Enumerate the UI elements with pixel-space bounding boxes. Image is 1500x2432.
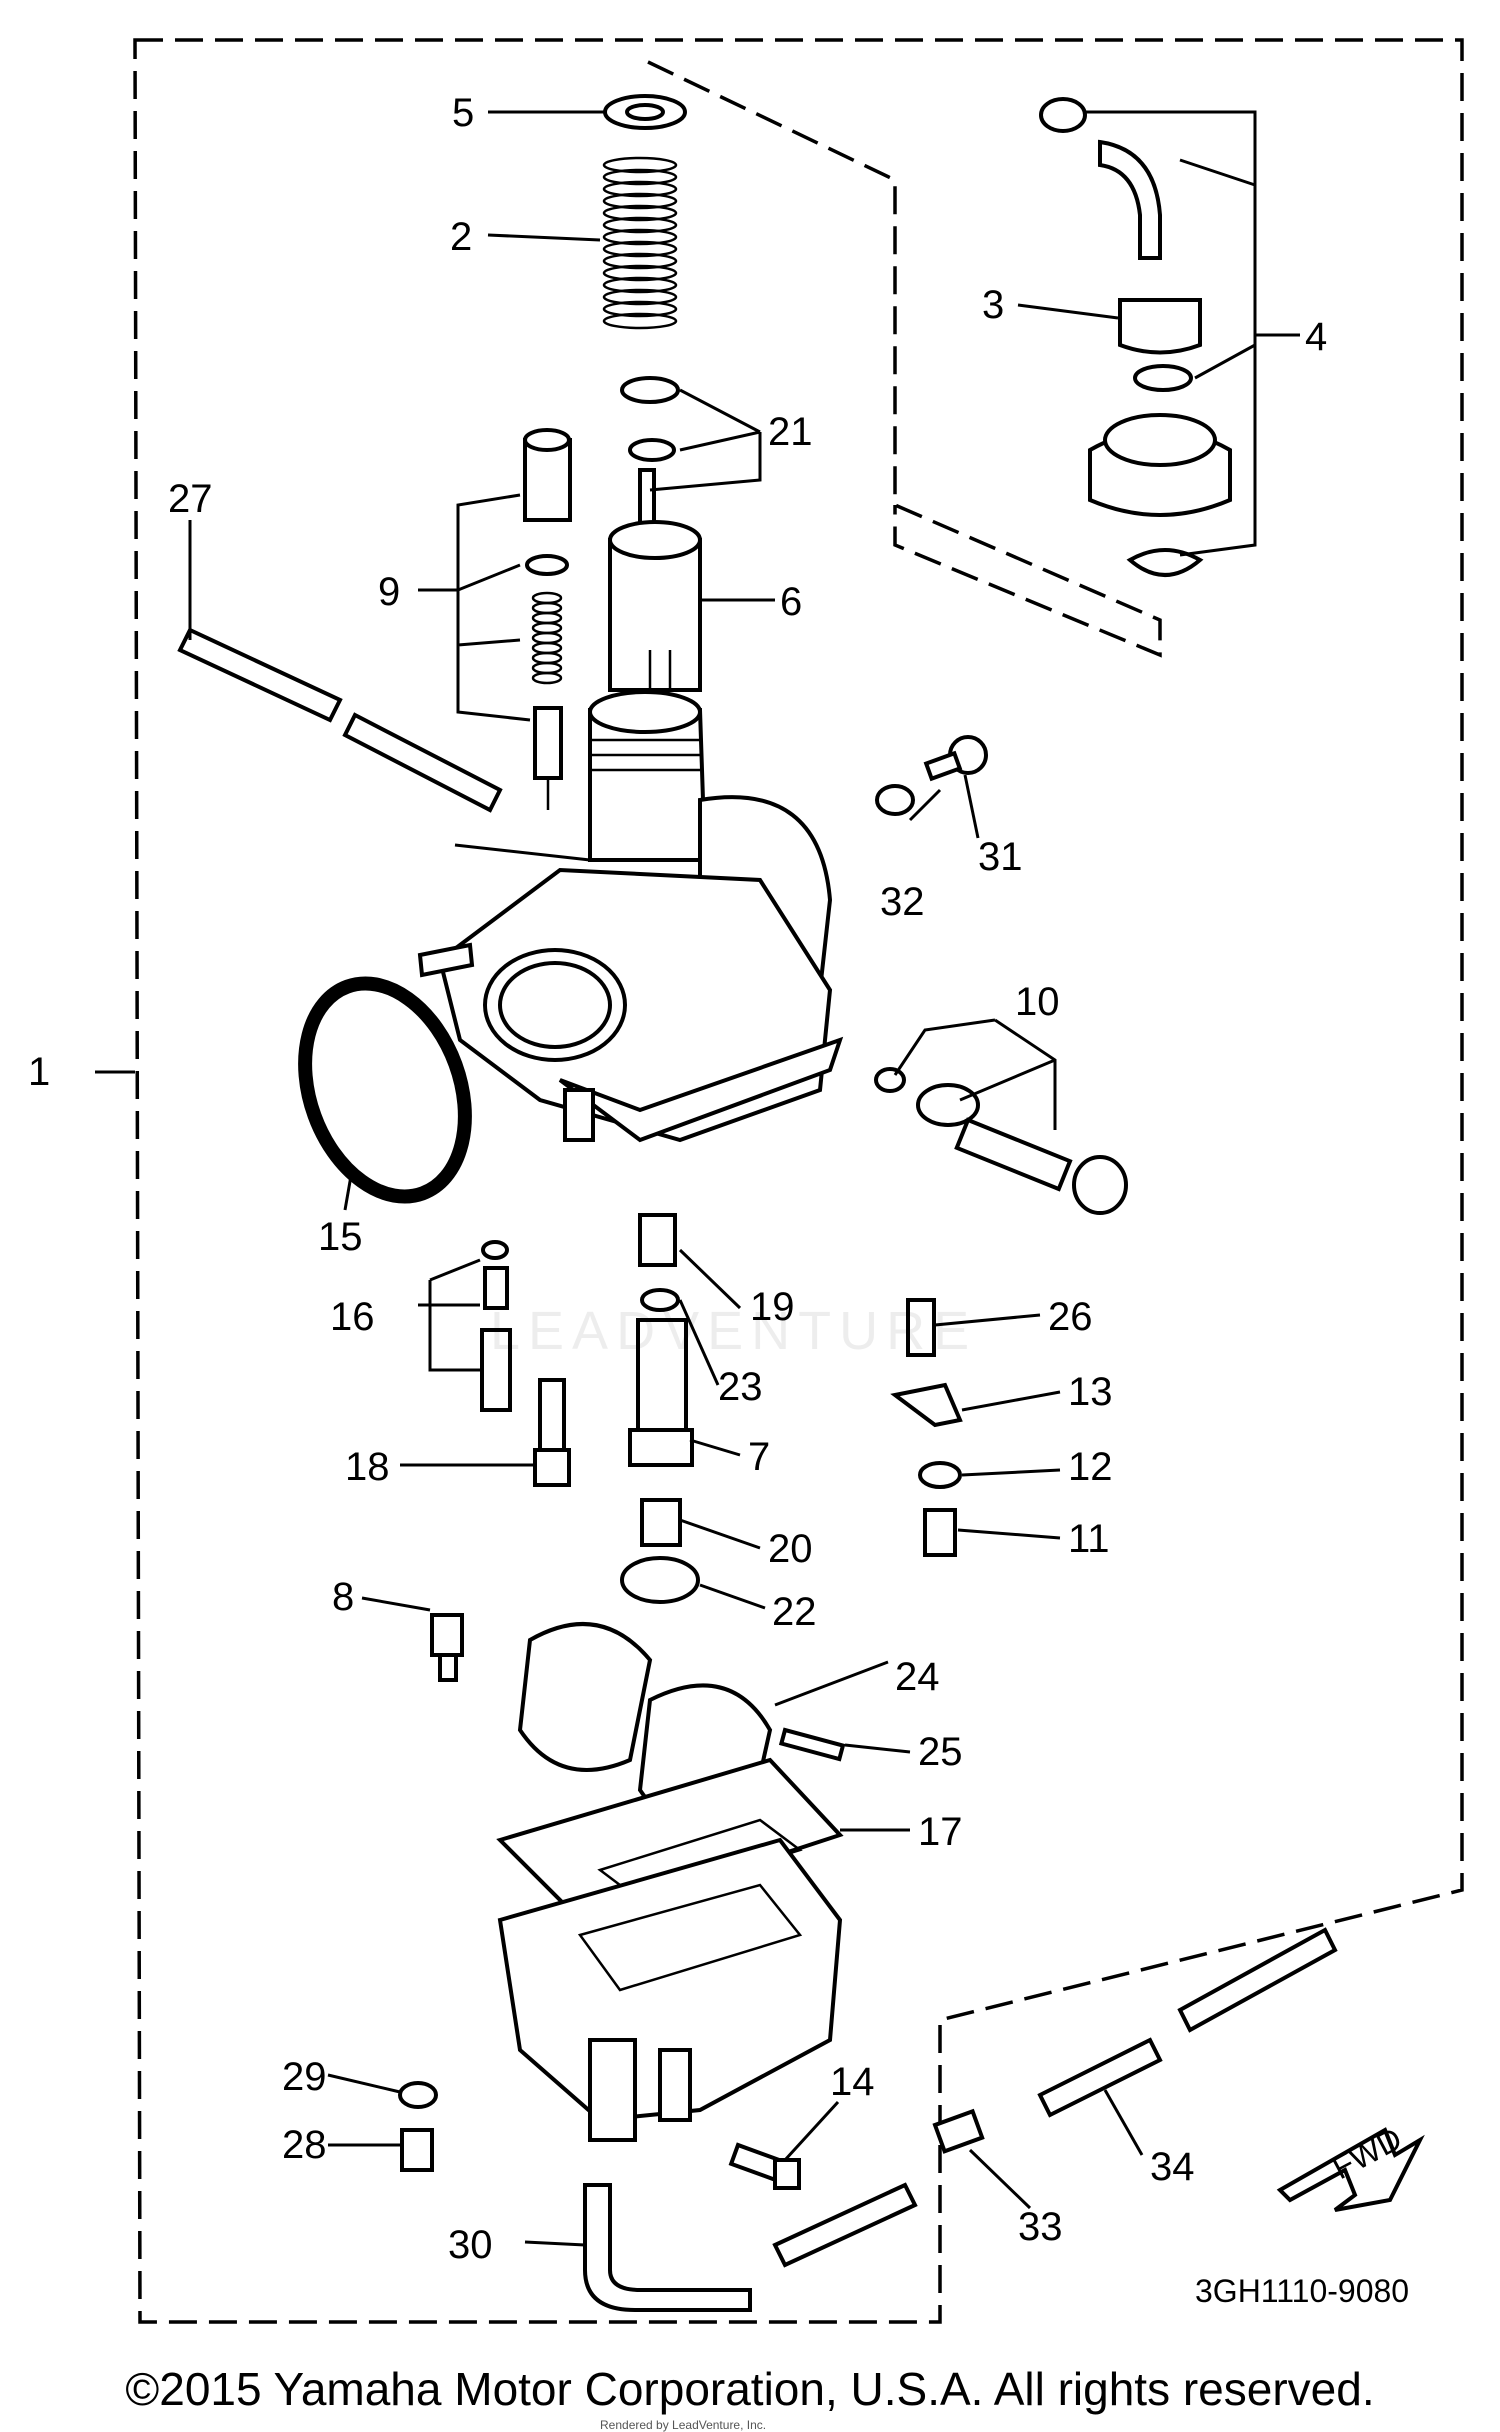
part-14-drain-plug[interactable] <box>728 2142 801 2190</box>
cap-assembly-boundary <box>647 60 1162 658</box>
callout-17: 17 <box>918 1810 963 1854</box>
callout-16: 16 <box>330 1295 375 1339</box>
part-25-float-pin[interactable] <box>778 1727 846 1762</box>
part-29-washer[interactable] <box>398 2081 438 2109</box>
part-19-jet[interactable] <box>638 1213 677 1267</box>
part-12-washer[interactable] <box>918 1461 962 1489</box>
part-2-spring[interactable] <box>602 156 678 330</box>
callout-2: 2 <box>450 215 472 259</box>
float-bowl[interactable] <box>497 1837 843 2142</box>
callout-31: 31 <box>978 835 1023 879</box>
part-23-o-ring[interactable] <box>640 1288 680 1312</box>
callout-3: 3 <box>982 283 1004 327</box>
callout-21: 21 <box>768 410 813 454</box>
callout-9: 9 <box>378 570 400 614</box>
callout-33: 33 <box>1018 2205 1063 2249</box>
callout-19: 19 <box>750 1285 795 1329</box>
callout-1: 1 <box>28 1050 50 1094</box>
callout-30: 30 <box>448 2223 493 2267</box>
callout-10: 10 <box>1015 980 1060 1024</box>
part-30-drain-hose[interactable] <box>583 2182 918 2312</box>
watermark: LEADVENTURE <box>490 1301 978 1361</box>
callout-13: 13 <box>1068 1370 1113 1414</box>
part-33-hose-fitting[interactable] <box>932 2108 985 2154</box>
part-10-throttle-stop-screw[interactable] <box>874 1067 1128 1215</box>
part-32-washer[interactable] <box>875 784 915 816</box>
assembly-boundary <box>133 38 1464 2324</box>
callout-7: 7 <box>748 1435 770 1479</box>
callout-11: 11 <box>1068 1517 1110 1561</box>
part-27-vent-pipe[interactable] <box>177 627 503 813</box>
callout-28: 28 <box>282 2123 327 2167</box>
callout-8: 8 <box>332 1575 354 1619</box>
callout-labels: 5 2 3 4 21 27 9 6 31 32 10 1 15 16 19 26… <box>28 91 1409 2309</box>
copyright-notice: ©2015 Yamaha Motor Corporation, U.S.A. A… <box>125 2363 1375 2415</box>
callout-24: 24 <box>895 1655 940 1699</box>
callout-25: 25 <box>918 1730 963 1774</box>
callout-15: 15 <box>318 1215 363 1259</box>
callout-12: 12 <box>1068 1445 1113 1489</box>
callout-26: 26 <box>1048 1295 1093 1339</box>
part-13-bracket[interactable] <box>890 1382 963 1428</box>
callout-32: 32 <box>880 880 925 924</box>
callout-29: 29 <box>282 2055 327 2099</box>
callout-27: 27 <box>168 477 213 521</box>
callout-14: 14 <box>830 2060 875 2104</box>
part-28-drain-screw[interactable] <box>400 2128 434 2172</box>
callout-5: 5 <box>452 91 474 135</box>
callout-20: 20 <box>768 1527 813 1571</box>
part-3-cap-boot[interactable] <box>1118 298 1202 355</box>
render-credit: Rendered by LeadVenture, Inc. <box>600 2418 767 2432</box>
part-21-needle-clip[interactable] <box>620 376 680 542</box>
part-31-screw[interactable] <box>923 735 988 782</box>
leader-lines <box>95 110 1300 2247</box>
part-18-jet[interactable] <box>533 1378 571 1487</box>
callout-6: 6 <box>780 580 802 624</box>
forward-direction-arrow: FWD <box>1276 2120 1425 2212</box>
callout-18: 18 <box>345 1445 390 1489</box>
callout-23: 23 <box>718 1365 763 1409</box>
part-26-fitting[interactable] <box>906 1298 936 1357</box>
part-6-throttle-valve[interactable] <box>608 520 702 692</box>
callout-34: 34 <box>1150 2145 1195 2189</box>
part-16-starter-plunger[interactable] <box>480 1240 512 1412</box>
diagram-code: 3GH1110-9080 <box>1195 2273 1409 2309</box>
part-15-o-ring[interactable] <box>277 961 493 1219</box>
part-8-screw[interactable] <box>430 1613 464 1682</box>
part-34-hose[interactable] <box>1037 1927 1338 2118</box>
callout-4: 4 <box>1305 315 1327 359</box>
part-22-washer[interactable] <box>620 1556 700 1604</box>
part-11-screw[interactable] <box>923 1508 957 1557</box>
part-5-washer[interactable] <box>603 94 687 130</box>
part-20-main-jet[interactable] <box>640 1498 682 1547</box>
part-7-needle-jet[interactable] <box>628 1318 694 1467</box>
callout-22: 22 <box>772 1590 817 1634</box>
carburetor-body[interactable] <box>417 690 844 1143</box>
part-9-pilot-screw[interactable] <box>523 428 572 810</box>
